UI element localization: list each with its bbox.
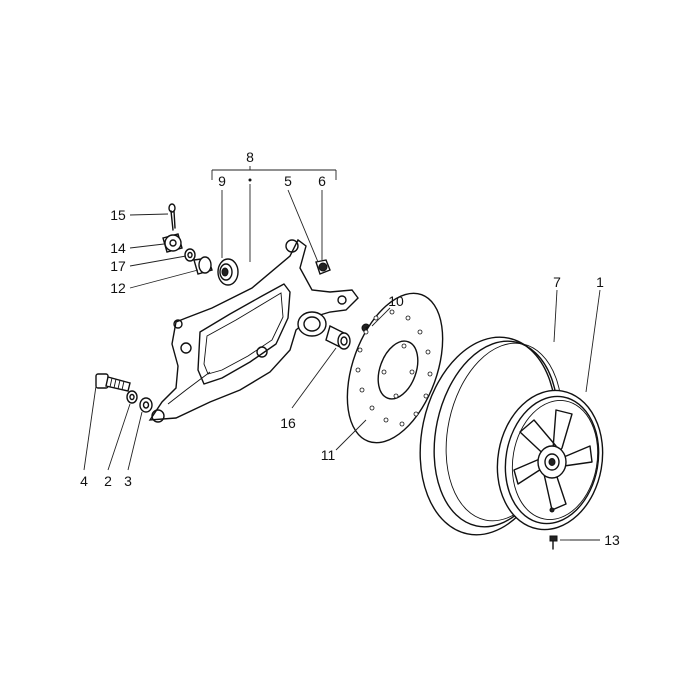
bolt — [95, 373, 131, 392]
brake-disc — [346, 292, 444, 444]
callout-17: 17 — [110, 258, 126, 274]
washer-3 — [139, 397, 153, 413]
bushing — [325, 324, 351, 350]
callout-9: 9 — [218, 173, 226, 189]
callout-2: 2 — [104, 473, 112, 489]
callouts: 8 9 5 6 15 14 17 12 10 7 1 16 11 4 2 3 1… — [80, 149, 620, 548]
callout-16: 16 — [280, 415, 296, 431]
callout-7: 7 — [553, 274, 561, 290]
callout-15: 15 — [110, 207, 126, 223]
bearing — [217, 258, 239, 286]
callout-5: 5 — [284, 173, 292, 189]
spacer — [193, 256, 213, 275]
callout-12: 12 — [110, 280, 126, 296]
cotter-pin — [168, 203, 176, 231]
group-bracket-8 — [211, 166, 337, 262]
washer — [184, 248, 196, 262]
washer-2 — [126, 390, 138, 404]
leader-lines — [83, 189, 601, 541]
callout-10: 10 — [388, 293, 404, 309]
swing-arm — [148, 238, 359, 423]
callout-8: 8 — [246, 149, 254, 165]
callout-13: 13 — [604, 532, 620, 548]
callout-4: 4 — [80, 473, 88, 489]
castle-nut — [162, 233, 183, 253]
callout-14: 14 — [110, 240, 126, 256]
callout-1: 1 — [596, 274, 604, 290]
callout-11: 11 — [321, 447, 336, 463]
wheel-rim — [496, 389, 604, 531]
valve-screw — [549, 535, 558, 550]
callout-6: 6 — [318, 173, 326, 189]
nut — [315, 259, 331, 275]
callout-3: 3 — [124, 473, 132, 489]
